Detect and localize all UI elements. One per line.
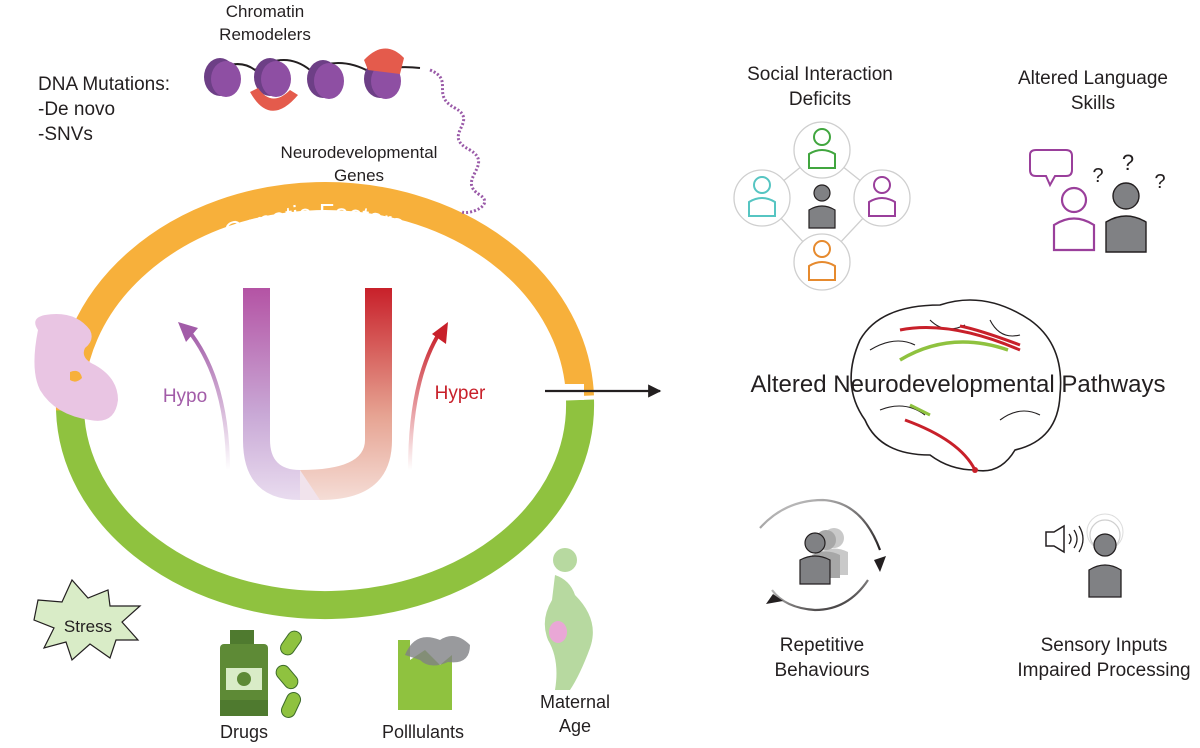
maternal-age-line-1: Maternal xyxy=(539,692,611,712)
chromatin-illustration xyxy=(204,48,487,215)
pollutants-icon xyxy=(398,636,470,710)
social-person-left xyxy=(733,169,791,227)
dna-mutations-label: DNA Mutations: -De novo -SNVs xyxy=(38,72,170,147)
remodeler-bottom xyxy=(250,88,298,111)
pregnant-woman-icon xyxy=(544,548,593,690)
genetic-ring xyxy=(55,181,594,411)
repetitive-persons-icon xyxy=(799,528,848,585)
neurodevelopmental-genes-line-2: Genes xyxy=(333,166,385,185)
chromatin-remodelers-label: Chromatin Remodelers xyxy=(210,0,320,46)
language-illustration xyxy=(1029,149,1147,253)
neurodevelopmental-genes-label: Neurodevelopmental Genes xyxy=(264,141,454,187)
brain-icon xyxy=(850,299,1062,473)
methylation-u-shape xyxy=(243,288,392,500)
social-person-bottom xyxy=(793,233,851,291)
dna-mutations-item-snvs: -SNVs xyxy=(38,124,93,145)
hypo-arrowhead xyxy=(178,322,198,342)
question-mark-2: ? xyxy=(1122,150,1134,175)
nucleosome-2 xyxy=(254,58,291,97)
maternal-age-line-2: Age xyxy=(558,716,592,736)
cycle-arrow-top xyxy=(759,498,882,551)
social-network xyxy=(733,121,911,291)
repetitive-line-2: Behaviours xyxy=(774,660,870,681)
sensory-line-2: Impaired Processing xyxy=(1017,660,1191,681)
pollutants-label: Polllulants xyxy=(381,722,465,742)
repetitive-cycle-icon xyxy=(759,498,886,612)
social-interaction-line-1: Social Interaction xyxy=(747,64,893,85)
dna-helix xyxy=(429,68,487,215)
drugs-icon xyxy=(220,630,302,718)
social-person-center xyxy=(808,184,836,229)
chromatin-remodelers-line-1: Chromatin xyxy=(225,2,305,21)
hyper-arrow xyxy=(408,330,442,471)
social-person-right xyxy=(853,169,911,227)
repetitive-behaviours-label: Repetitive Behaviours xyxy=(752,633,892,683)
cycle-arrow-bottom xyxy=(771,579,869,612)
drugs-label: Drugs xyxy=(219,722,268,742)
question-mark-1: ? xyxy=(1092,165,1103,187)
altered-language-line-1: Altered Language xyxy=(1017,68,1168,89)
maternal-age-label: Maternal Age xyxy=(530,690,620,738)
neurodevelopmental-genes-line-1: Neurodevelopmental xyxy=(280,143,438,162)
stress-star xyxy=(33,578,142,662)
dna-mutations-title: DNA Mutations: xyxy=(38,74,170,95)
sensory-inputs-label: Sensory Inputs Impaired Processing xyxy=(1012,633,1196,683)
altered-pathways-label: Altered Neurodevelopmental Pathways xyxy=(750,371,1166,398)
speech-bubble-icon xyxy=(1029,149,1073,188)
hypo-label: Hypo xyxy=(163,386,207,407)
embryo-icon xyxy=(34,314,118,421)
question-mark-3: ? xyxy=(1154,171,1165,193)
hyper-label: Hyper xyxy=(435,383,486,404)
dna-mutations-item-de-novo: -De novo xyxy=(38,99,116,120)
chromatin-remodelers-line-2: Remodelers xyxy=(219,25,311,44)
sensory-line-1: Sensory Inputs xyxy=(1040,635,1168,656)
speaker-icon xyxy=(1045,524,1065,554)
altered-language-label: Altered Language Skills xyxy=(1000,66,1186,116)
hyper-arrowhead xyxy=(432,322,448,344)
remodeler-top xyxy=(364,48,404,74)
social-interaction-label: Social Interaction Deficits xyxy=(720,62,920,112)
nucleosome-1 xyxy=(204,58,241,97)
hypo-arrow xyxy=(186,328,230,471)
social-person-top xyxy=(793,121,851,179)
altered-language-line-2: Skills xyxy=(1070,93,1116,114)
stress-label: Stress xyxy=(64,617,112,636)
environmental-ring xyxy=(56,399,595,620)
repetitive-line-1: Repetitive xyxy=(779,635,865,656)
environmental-factors-label: Environmental Factors xyxy=(205,516,454,568)
sensory-person-icon xyxy=(1086,513,1124,598)
social-interaction-line-2: Deficits xyxy=(788,89,852,110)
sensory-illustration xyxy=(1045,513,1124,598)
nucleosome-3 xyxy=(307,60,344,99)
